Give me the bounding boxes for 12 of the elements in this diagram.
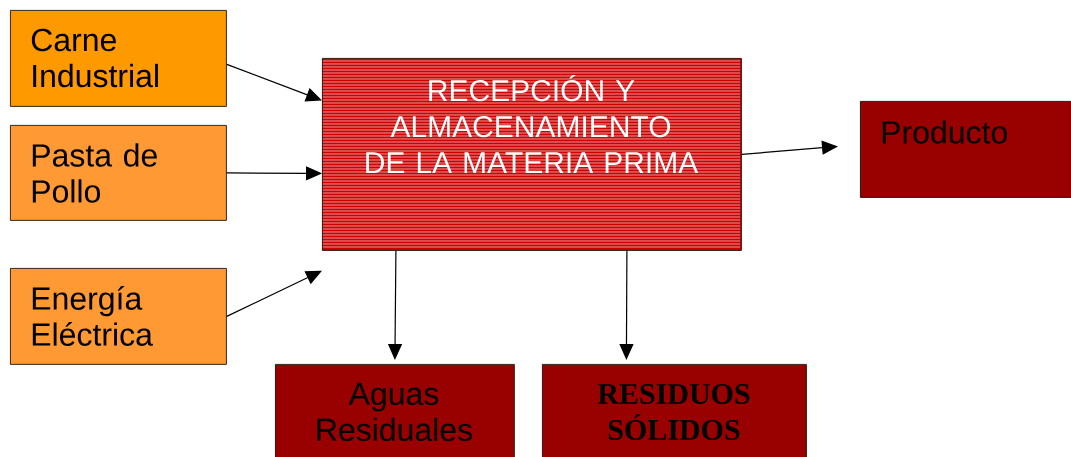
input-box: Carne Industrial xyxy=(10,10,227,107)
process-box: RECEPCIÓN Y ALMACENAMIENTO DE LA MATERIA PRIMA xyxy=(322,58,742,251)
arrow xyxy=(226,166,322,181)
input-box: Energía Eléctrica xyxy=(10,268,227,365)
arrow xyxy=(226,63,322,102)
output-box: Producto xyxy=(860,101,1071,198)
arrow xyxy=(741,140,838,155)
arrow xyxy=(226,270,322,317)
output-box: Aguas Residuales xyxy=(275,364,515,457)
input-box: Pasta de Pollo xyxy=(10,125,227,221)
output-box: RESIDUOS SÓLIDOS xyxy=(542,364,807,457)
arrow xyxy=(619,250,634,360)
